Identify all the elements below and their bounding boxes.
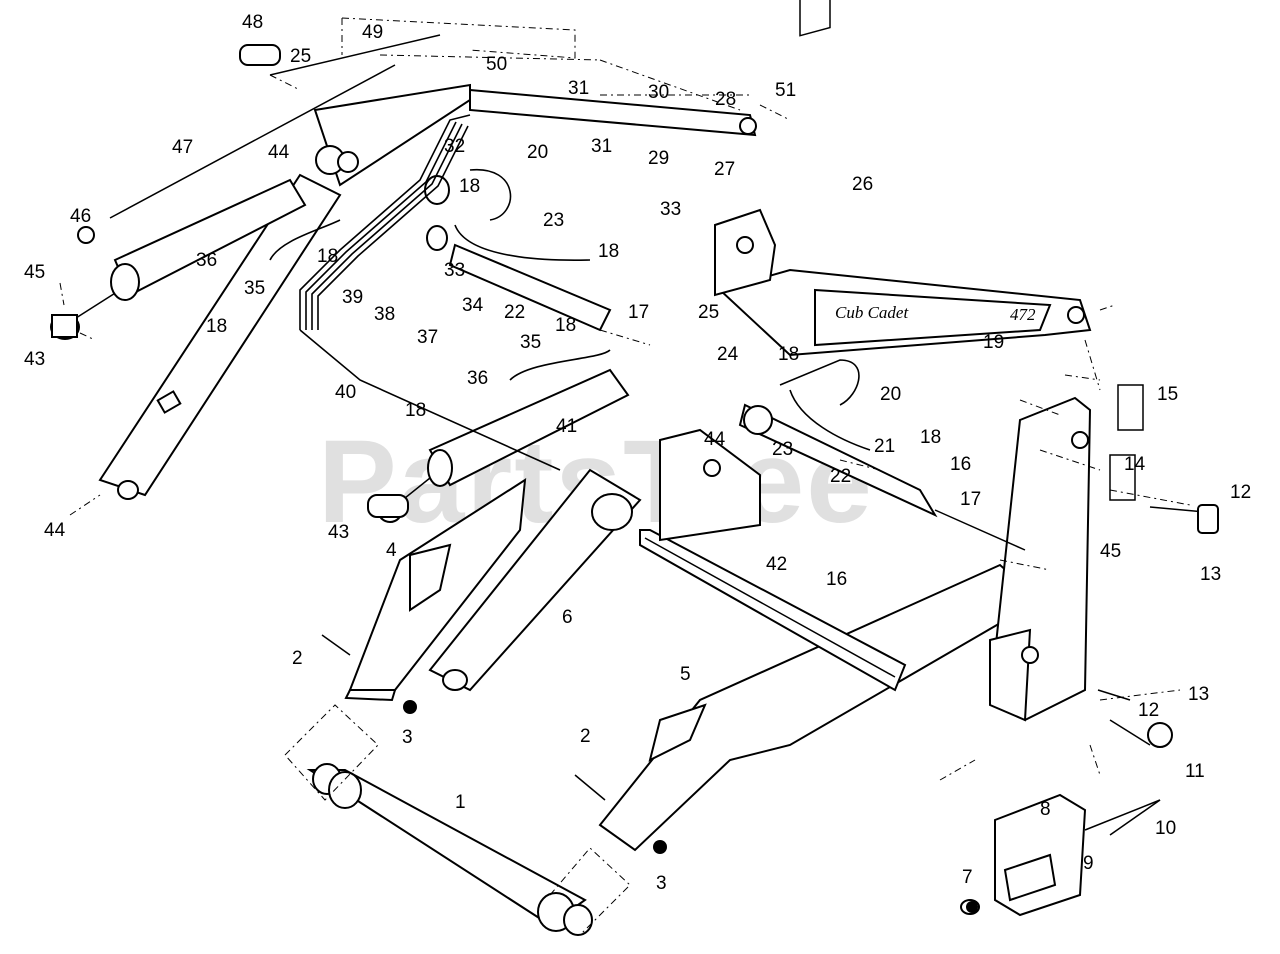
callout-42: 42 [766,554,787,575]
callout-32: 32 [444,136,465,157]
callout-36: 36 [467,368,488,389]
callout-39: 39 [342,287,363,308]
callout-18: 18 [920,427,941,448]
callout-9: 9 [1083,853,1094,874]
callout-46: 46 [70,206,91,227]
callout-18: 18 [459,176,480,197]
hydraulic-hoses-part [269,114,871,471]
callout-17: 17 [960,489,981,510]
callout-35: 35 [520,332,541,353]
callout-12: 12 [1138,700,1159,721]
callout-18: 18 [598,241,619,262]
callout-49: 49 [362,22,383,43]
callout-30: 30 [648,82,669,103]
diagram-parts: Cub Cadet 472 [50,0,1219,936]
callout-47: 47 [172,137,193,158]
callout-41: 41 [556,416,577,437]
callout-8: 8 [1040,799,1051,820]
callout-20: 20 [880,384,901,405]
callout-18: 18 [405,400,426,421]
callout-28: 28 [715,89,736,110]
hardware-part [77,34,1219,913]
callout-17: 17 [628,302,649,323]
callout-19: 19 [983,332,1004,353]
callout-2: 2 [580,726,591,747]
left-frame-leg-part [344,478,527,702]
callout-33: 33 [660,199,681,220]
callout-4: 4 [386,540,397,561]
callout-1: 1 [455,792,466,813]
callout-18: 18 [206,316,227,337]
callout-10: 10 [1155,818,1176,839]
callout-11: 11 [1185,761,1205,782]
bracket-assembly-part [960,793,1161,917]
callout-2: 2 [292,648,303,669]
right-side-plate-part [988,384,1144,722]
callout-6: 6 [562,607,573,628]
callout-18: 18 [555,315,576,336]
callout-18: 18 [778,344,799,365]
callout-26: 26 [852,174,873,195]
callout-40: 40 [335,382,356,403]
cub-cadet-logo: Cub Cadet [835,303,909,322]
cross-angle-part [639,529,907,692]
callout-16: 16 [826,569,847,590]
right-upper-boom-part [718,268,1092,357]
left-boom-part [98,173,342,500]
center-mount-bracket-part [659,428,761,542]
callout-31: 31 [591,136,612,157]
callout-7: 7 [962,867,973,888]
lift-arm-part [428,468,642,692]
callout-34: 34 [462,295,484,316]
right-pivot-plate-part [714,0,831,297]
callout-23: 23 [543,210,564,231]
callout-29: 29 [648,148,669,169]
callout-45: 45 [1100,541,1121,562]
callout-18: 18 [317,246,338,267]
callout-labels: 48 25 49 50 31 30 28 51 31 29 27 47 44 3… [24,12,1251,894]
callout-22: 22 [830,466,851,487]
callout-50: 50 [486,54,507,75]
right-frame-leg-part [598,563,1042,852]
callout-44: 44 [44,520,66,541]
callout-43: 43 [328,522,349,543]
callout-3: 3 [402,727,413,748]
callout-13: 13 [1188,684,1209,705]
callout-25: 25 [698,302,719,323]
callout-23: 23 [772,439,793,460]
callout-14: 14 [1124,454,1146,475]
left-cylinder-part [50,178,307,340]
callout-45: 45 [24,262,45,283]
leader-lines [59,17,1191,781]
callout-35: 35 [244,278,265,299]
callout-21: 21 [874,436,895,457]
upper-boom-part [313,83,757,187]
callout-43: 43 [24,349,45,370]
right-cylinder-part [738,403,1026,551]
callout-44: 44 [268,142,290,163]
callout-51: 51 [775,80,796,101]
callout-15: 15 [1157,384,1178,405]
callout-24: 24 [717,344,739,365]
callout-20: 20 [527,142,548,163]
callout-31: 31 [568,78,589,99]
callout-37: 37 [417,327,438,348]
callout-16: 16 [950,454,971,475]
callout-12: 12 [1230,482,1251,503]
callout-38: 38 [374,304,395,325]
model-logo: 472 [1010,305,1036,324]
callout-33: 33 [444,260,465,281]
callout-36: 36 [196,250,217,271]
callout-27: 27 [714,159,735,180]
callout-5: 5 [680,664,691,685]
callout-44: 44 [704,429,726,450]
cross-tube-part [284,704,631,936]
callout-22: 22 [504,302,525,323]
callout-25: 25 [290,46,311,67]
callout-3: 3 [656,873,667,894]
callout-48: 48 [242,12,263,33]
callout-13: 13 [1200,564,1221,585]
